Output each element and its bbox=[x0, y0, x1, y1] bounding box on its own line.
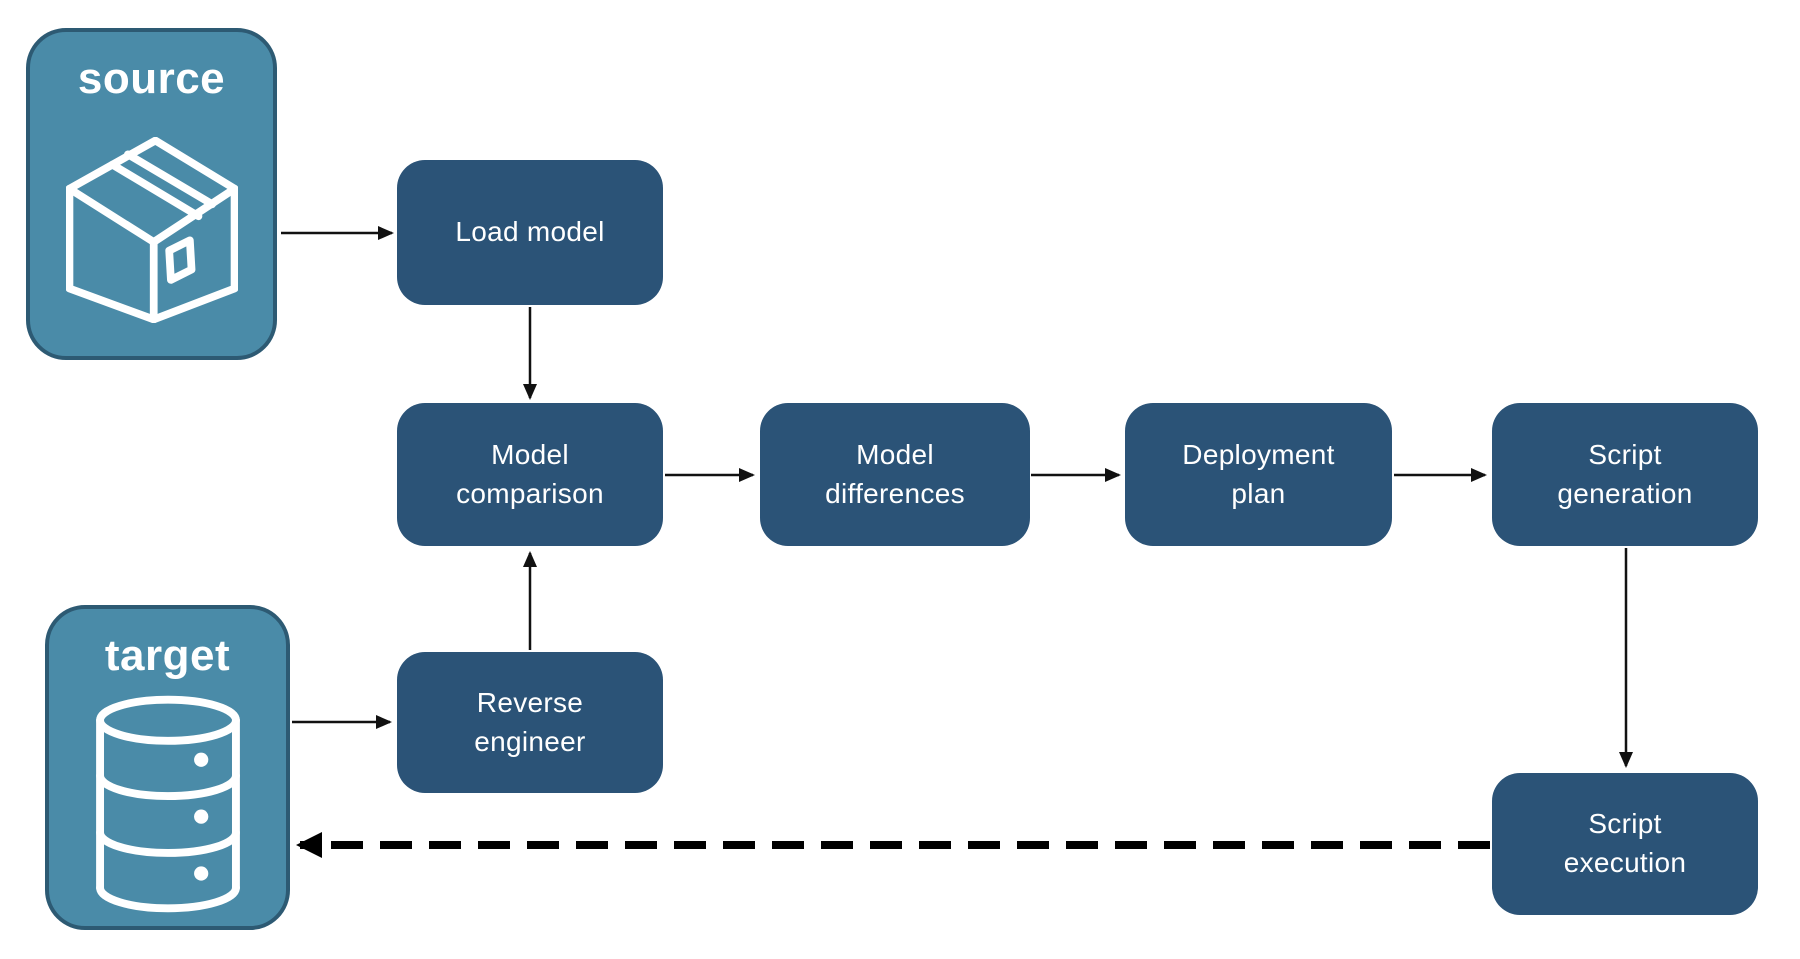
node-model-comparison: Model comparison bbox=[397, 403, 663, 546]
node-target-icon-area bbox=[49, 681, 286, 926]
node-source-label: source bbox=[77, 54, 226, 103]
node-deployment-plan-label: Deployment plan bbox=[1182, 438, 1335, 509]
node-reverse-engineer: Reverse engineer bbox=[397, 652, 663, 793]
node-script-execution: Script execution bbox=[1492, 773, 1758, 915]
node-source: source bbox=[26, 28, 277, 360]
node-model-comparison-label: Model comparison bbox=[456, 438, 604, 509]
node-load-model-label: Load model bbox=[455, 216, 605, 248]
node-script-generation: Script generation bbox=[1492, 403, 1758, 546]
node-load-model: Load model bbox=[397, 160, 663, 305]
node-source-icon-area bbox=[30, 104, 273, 356]
node-target-label: target bbox=[104, 631, 231, 680]
node-deployment-plan: Deployment plan bbox=[1125, 403, 1392, 546]
node-model-differences: Model differences bbox=[760, 403, 1030, 546]
database-icon bbox=[95, 695, 240, 912]
node-model-differences-label: Model differences bbox=[825, 438, 965, 509]
node-reverse-engineer-label: Reverse engineer bbox=[474, 686, 586, 757]
package-icon bbox=[65, 137, 238, 323]
node-script-generation-label: Script generation bbox=[1557, 438, 1693, 509]
node-script-execution-label: Script execution bbox=[1563, 808, 1687, 878]
node-target: target bbox=[45, 605, 290, 930]
